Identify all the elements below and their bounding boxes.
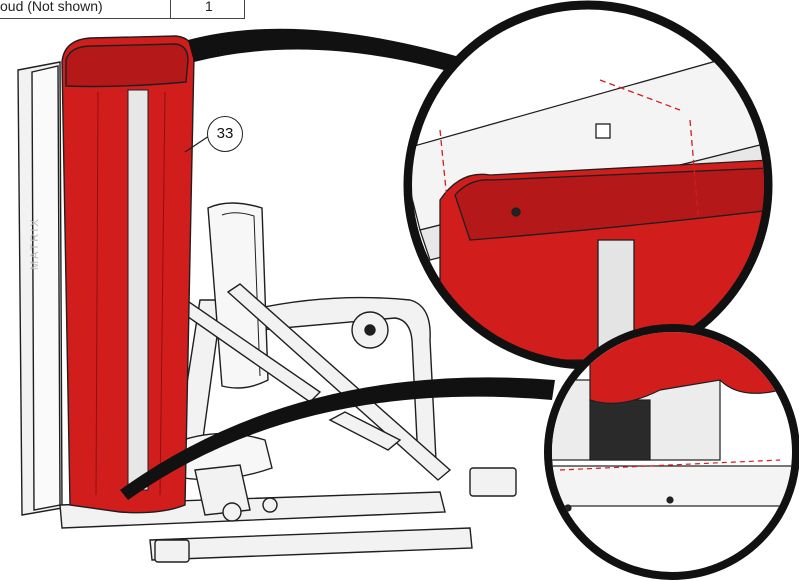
- adjust-knob-2: [262, 497, 278, 513]
- shroud-slot: [127, 89, 149, 491]
- foot-pad-left: [154, 539, 190, 563]
- detail-top-bolt: [511, 207, 521, 217]
- shroud: [61, 35, 195, 514]
- detail-top-dash-3: [689, 119, 703, 261]
- parts-table-row: oud (Not shown) 1: [0, 0, 245, 19]
- frame-logo: MATRIX: [29, 217, 41, 270]
- press-arm-right: [226, 283, 452, 481]
- weight-machine: MATRIX: [17, 61, 517, 563]
- detail-top-shroud-rim: [454, 167, 764, 241]
- detail-connector-bottom: [120, 377, 555, 500]
- detail-top-dash-1: [439, 129, 449, 211]
- frame-upright-face: [31, 65, 61, 511]
- shroud-crease-2: [159, 91, 166, 496]
- table-divider: [170, 0, 171, 18]
- part-description: oud (Not shown): [0, 0, 103, 14]
- detail-bottom-bolt-2: [666, 496, 674, 504]
- callout-33: 33: [207, 116, 243, 152]
- shroud-top-cap: [65, 43, 189, 88]
- part-quantity: 1: [205, 0, 213, 14]
- detail-top-dash-2: [599, 79, 681, 111]
- detail-bottom-dash: [559, 459, 781, 471]
- foot-bar: [149, 527, 473, 561]
- detail-top-clip: [595, 123, 611, 139]
- seat-adjust: [194, 464, 251, 516]
- pivot-hub-center: [364, 324, 376, 336]
- callout-leader: [184, 135, 210, 153]
- detail-bottom-stack: [589, 399, 651, 461]
- base-rail: [59, 491, 446, 529]
- linkage-bar: [328, 411, 402, 451]
- back-pad-edge: [221, 212, 261, 377]
- detail-view-bottom: [120, 324, 799, 580]
- foot-pad-right: [469, 467, 517, 497]
- detail-connector-top: [188, 28, 478, 80]
- shroud-crease-1: [95, 91, 99, 496]
- adjust-knob: [222, 502, 242, 522]
- detail-view-top: [188, 0, 773, 370]
